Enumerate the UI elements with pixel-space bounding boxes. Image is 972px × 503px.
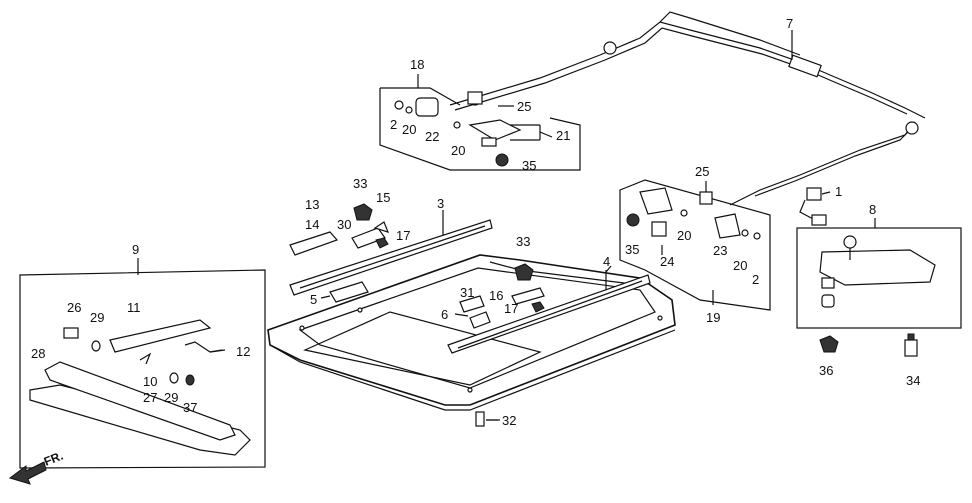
callout-7: 7 [786,16,793,31]
sunroof-frame [267,254,676,411]
nut-33-lower [514,263,534,281]
callout-3: 3 [437,196,444,211]
bracket-group-18 [379,87,581,171]
drive-cable-assembly [449,11,926,206]
callout-labels: 1 2 2 3 4 5 6 7 8 9 10 11 12 13 14 15 16… [31,16,920,469]
callout-25-a: 25 [517,99,531,114]
front-indicator-label: FR. [42,449,65,469]
callout-30: 30 [337,217,351,232]
callout-21: 21 [556,128,570,143]
guide-rail-4 [447,270,651,354]
nut-33-upper [353,203,373,221]
clip-16 [511,287,545,305]
callout-19: 19 [706,310,720,325]
bracket-30 [351,227,386,249]
callout-6: 6 [441,307,448,322]
bolt-34 [904,333,918,357]
callout-27: 27 [143,390,157,405]
callout-26: 26 [67,300,81,315]
callout-17-b: 17 [504,301,518,316]
callout-29-b: 29 [164,390,178,405]
callout-17-a: 17 [396,228,410,243]
plate-31 [459,295,485,313]
nut-17-lower [531,301,545,313]
callout-24: 24 [660,254,674,269]
callout-10: 10 [143,374,157,389]
callout-33-a: 33 [353,176,367,191]
guide-rail-3 [289,210,493,296]
plate-5 [329,281,369,303]
callout-4: 4 [603,254,610,269]
callout-1: 1 [835,184,842,199]
callout-31: 31 [460,285,474,300]
callout-12: 12 [236,344,250,359]
callout-32: 32 [502,413,516,428]
callout-20-a: 20 [402,122,416,137]
callout-15: 15 [376,190,390,205]
bracket-6 [469,311,491,329]
callout-9: 9 [132,242,139,257]
clip-15 [373,221,390,233]
callout-22: 22 [425,129,439,144]
callout-2-a: 2 [390,117,397,132]
nut-36 [819,335,839,353]
callout-20-c: 20 [677,228,691,243]
motor-assembly-8 [796,227,962,329]
callout-37: 37 [183,400,197,415]
slider-13-14 [289,231,339,256]
nut-17-upper [375,237,389,249]
callout-11: 11 [127,300,141,315]
callout-35-a: 35 [522,158,536,173]
callout-20-d: 20 [733,258,747,273]
deflector-group-9 [19,269,266,469]
callout-20-b: 20 [451,143,465,158]
callout-33-b: 33 [516,234,530,249]
bolt-32 [475,411,500,427]
front-arrow-icon [8,461,47,485]
callout-23: 23 [713,243,727,258]
callout-13: 13 [305,197,319,212]
callout-29-a: 29 [90,310,104,325]
callout-5: 5 [310,292,317,307]
callout-2-b: 2 [752,272,759,287]
callout-35-b: 35 [625,242,639,257]
connector-1 [799,187,827,226]
callout-14: 14 [305,217,319,232]
bracket-group-19 [619,179,771,311]
callout-16: 16 [489,288,503,303]
callout-36: 36 [819,363,833,378]
callout-25-b: 25 [695,164,709,179]
callout-28: 28 [31,346,45,361]
leader-lines [137,30,876,421]
callout-18: 18 [410,57,424,72]
callout-34: 34 [906,373,920,388]
callout-8: 8 [869,202,876,217]
